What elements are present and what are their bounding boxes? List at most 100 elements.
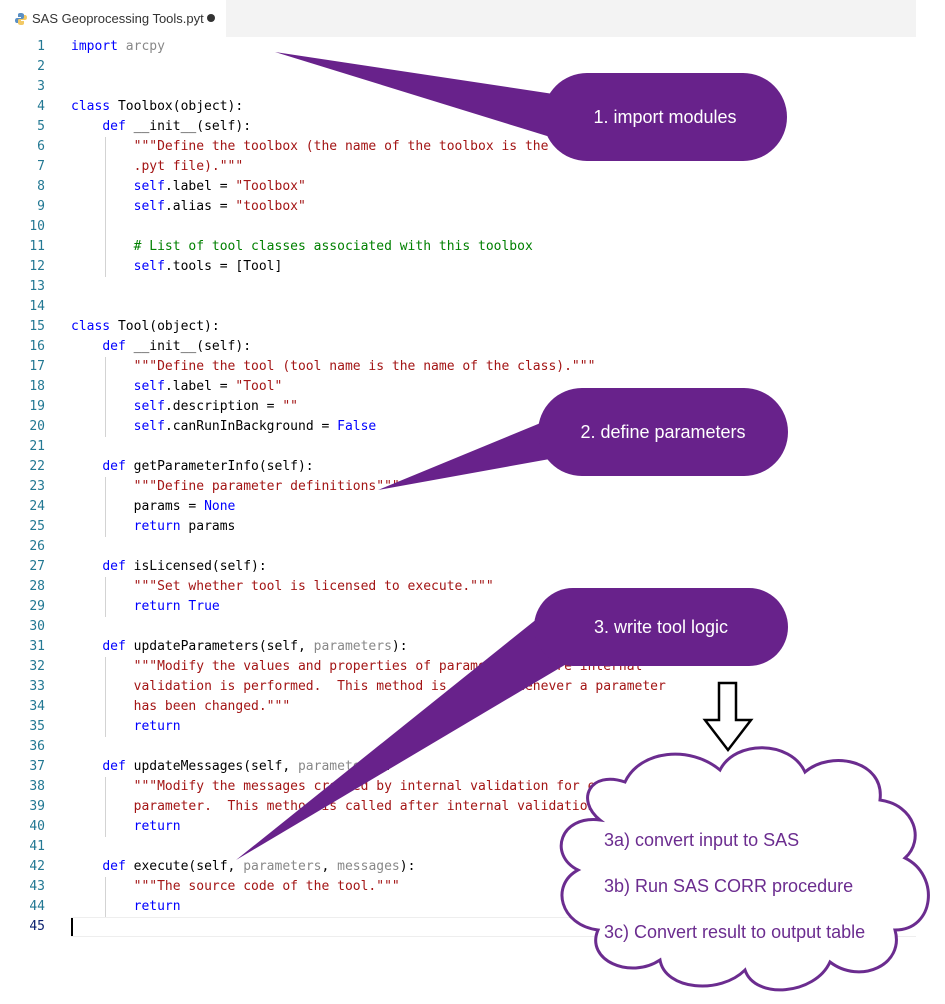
code-line[interactable]: 31 def updateParameters(self, parameters… bbox=[0, 637, 916, 657]
cloud-shape bbox=[559, 746, 930, 992]
code-token: has been changed.""" bbox=[133, 699, 291, 714]
code-token: import bbox=[71, 39, 118, 54]
code-line[interactable]: 2 bbox=[0, 57, 916, 77]
unsaved-dot-icon[interactable] bbox=[207, 14, 215, 22]
code-line[interactable]: 29 return True bbox=[0, 597, 916, 617]
line-number: 21 bbox=[29, 439, 45, 454]
code-text[interactable]: """Set whether tool is licensed to execu… bbox=[71, 577, 494, 597]
code-line[interactable]: 22 def getParameterInfo(self): bbox=[0, 457, 916, 477]
code-text[interactable]: has been changed.""" bbox=[71, 697, 291, 717]
code-token: """Set whether tool is licensed to execu… bbox=[133, 579, 494, 594]
code-line[interactable]: 3 bbox=[0, 77, 916, 97]
code-text[interactable]: return bbox=[71, 717, 181, 737]
code-token: None bbox=[204, 499, 236, 514]
code-text[interactable]: class Toolbox(object): bbox=[71, 97, 243, 117]
code-line[interactable]: 9 self.alias = "toolbox" bbox=[0, 197, 916, 217]
code-line[interactable]: 17 """Define the tool (tool name is the … bbox=[0, 357, 916, 377]
code-token: def bbox=[102, 859, 126, 874]
line-number: 9 bbox=[37, 199, 45, 214]
code-line[interactable]: 34 has been changed.""" bbox=[0, 697, 916, 717]
code-text[interactable]: .pyt file).""" bbox=[71, 157, 244, 177]
code-line[interactable]: 26 bbox=[0, 537, 916, 557]
code-text[interactable]: self.alias = "toolbox" bbox=[71, 197, 306, 217]
code-line[interactable]: 23 """Define parameter definitions""" bbox=[0, 477, 916, 497]
code-line[interactable]: 16 def __init__(self): bbox=[0, 337, 916, 357]
code-text[interactable]: self.label = "Toolbox" bbox=[71, 177, 306, 197]
code-line[interactable]: 30 bbox=[0, 617, 916, 637]
line-number: 5 bbox=[37, 119, 45, 134]
code-text[interactable]: self.description = "" bbox=[71, 397, 298, 417]
code-text[interactable]: parameter. This method is called after i… bbox=[71, 797, 627, 817]
line-number: 28 bbox=[29, 579, 45, 594]
code-line[interactable]: 12 self.tools = [Tool] bbox=[0, 257, 916, 277]
callout-1-bubble bbox=[543, 73, 787, 161]
line-number: 12 bbox=[29, 259, 45, 274]
code-line[interactable]: 32 """Modify the values and properties o… bbox=[0, 657, 916, 677]
code-token: """Modify the values and properties of p… bbox=[133, 659, 643, 674]
code-text[interactable]: def __init__(self): bbox=[71, 117, 251, 137]
code-token: """Define the tool (tool name is the nam… bbox=[133, 359, 596, 374]
code-line[interactable]: 44 return bbox=[0, 897, 916, 917]
code-line[interactable]: 20 self.canRunInBackground = False bbox=[0, 417, 916, 437]
code-text[interactable]: self.canRunInBackground = False bbox=[71, 417, 377, 437]
code-line[interactable]: 39 parameter. This method is called afte… bbox=[0, 797, 916, 817]
code-line[interactable]: 43 """The source code of the tool.""" bbox=[0, 877, 916, 897]
code-text[interactable]: def updateParameters(self, parameters): bbox=[71, 637, 407, 657]
code-line[interactable]: 36 bbox=[0, 737, 916, 757]
code-line[interactable]: 28 """Set whether tool is licensed to ex… bbox=[0, 577, 916, 597]
code-line[interactable]: 14 bbox=[0, 297, 916, 317]
code-text[interactable]: self.label = "Tool" bbox=[71, 377, 283, 397]
code-line[interactable]: 42 def execute(self, parameters, message… bbox=[0, 857, 916, 877]
code-line[interactable]: 5 def __init__(self): bbox=[0, 117, 916, 137]
editor-tab[interactable]: SAS Geoprocessing Tools.pyt bbox=[0, 0, 226, 37]
code-line[interactable]: 24 params = None bbox=[0, 497, 916, 517]
code-line[interactable]: 40 return bbox=[0, 817, 916, 837]
code-line[interactable]: 21 bbox=[0, 437, 916, 457]
code-line[interactable]: 13 bbox=[0, 277, 916, 297]
code-line[interactable]: 7 .pyt file).""" bbox=[0, 157, 916, 177]
code-line[interactable]: 10 bbox=[0, 217, 916, 237]
code-token: def bbox=[102, 759, 126, 774]
code-text[interactable]: # List of tool classes associated with t… bbox=[71, 237, 533, 257]
code-token: Tool(object): bbox=[110, 319, 220, 334]
code-text[interactable]: """Define parameter definitions""" bbox=[71, 477, 400, 497]
code-token: .pyt file).""" bbox=[133, 159, 244, 174]
code-text[interactable]: """Modify the values and properties of p… bbox=[71, 657, 643, 677]
code-text[interactable]: def __init__(self): bbox=[71, 337, 251, 357]
code-line[interactable]: 41 bbox=[0, 837, 916, 857]
code-text[interactable]: params = None bbox=[71, 497, 236, 517]
code-line[interactable]: 25 return params bbox=[0, 517, 916, 537]
code-text[interactable]: return bbox=[71, 897, 181, 917]
code-text[interactable]: def getParameterInfo(self): bbox=[71, 457, 313, 477]
indent-guide bbox=[105, 137, 106, 277]
code-line[interactable]: 35 return bbox=[0, 717, 916, 737]
line-number: 38 bbox=[29, 779, 45, 794]
code-text[interactable]: return True bbox=[71, 597, 220, 617]
code-token: parameters bbox=[243, 859, 322, 874]
tab-bar: SAS Geoprocessing Tools.pyt bbox=[0, 0, 916, 37]
code-line[interactable]: 8 self.label = "Toolbox" bbox=[0, 177, 916, 197]
code-text[interactable]: def isLicensed(self): bbox=[71, 557, 267, 577]
code-text[interactable]: """The source code of the tool.""" bbox=[71, 877, 400, 897]
code-line[interactable]: 18 self.label = "Tool" bbox=[0, 377, 916, 397]
code-text[interactable]: return params bbox=[71, 517, 236, 537]
code-text[interactable]: class Tool(object): bbox=[71, 317, 220, 337]
code-text[interactable]: return bbox=[71, 817, 181, 837]
code-line[interactable]: 27 def isLicensed(self): bbox=[0, 557, 916, 577]
code-text[interactable]: self.tools = [Tool] bbox=[71, 257, 283, 277]
code-line[interactable]: 19 self.description = "" bbox=[0, 397, 916, 417]
code-text[interactable]: """Define the tool (tool name is the nam… bbox=[71, 357, 596, 377]
callout-define-parameters: 2. define parameters bbox=[580, 421, 746, 442]
code-line[interactable]: 45 bbox=[0, 917, 916, 937]
code-line[interactable]: 11 # List of tool classes associated wit… bbox=[0, 237, 916, 257]
line-number: 10 bbox=[29, 219, 45, 234]
code-token: isLicensed(self): bbox=[125, 559, 267, 574]
code-text[interactable]: import arcpy bbox=[71, 37, 165, 57]
code-text[interactable]: def execute(self, parameters, messages): bbox=[71, 857, 415, 877]
line-number: 42 bbox=[29, 859, 45, 874]
